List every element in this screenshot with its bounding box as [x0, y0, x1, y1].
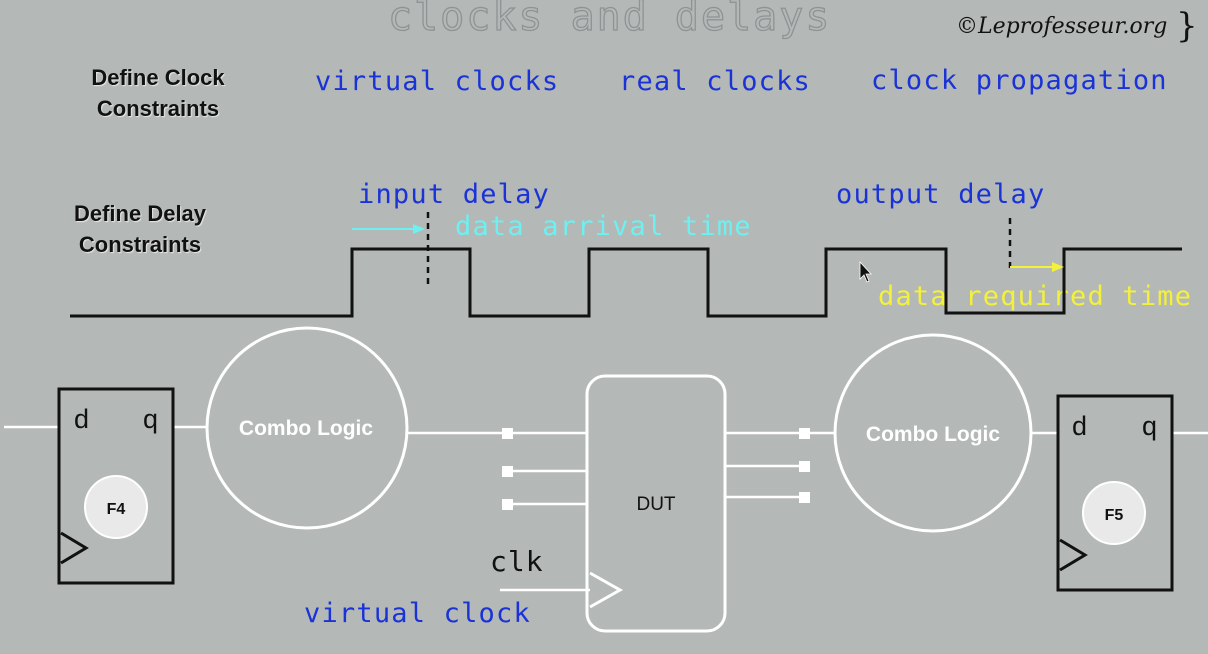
topic-clock-propagation: clock propagation: [871, 65, 1168, 96]
virtual-clock-label: virtual clock: [304, 598, 531, 629]
clock-waveform: [70, 247, 1182, 318]
define-clock-line2: Constraints: [96, 96, 220, 121]
topic-real-clocks: real clocks: [619, 66, 812, 97]
define-delay-line2: Constraints: [78, 232, 202, 257]
f4-d-pin: d: [74, 404, 89, 434]
output-delay-arrow-icon: [1010, 262, 1064, 272]
dut-label: DUT: [636, 494, 675, 515]
wires: [4, 425, 1208, 592]
combo-logic-left-label: Combo Logic: [239, 417, 373, 440]
f5-q-pin: q: [1142, 411, 1157, 441]
closing-brace: }: [1176, 6, 1198, 46]
f4-badge: F4: [107, 501, 126, 518]
data-arrival-time-label: data arrival time: [455, 211, 752, 242]
output-delay-label: output delay: [836, 179, 1046, 210]
f5-badge: F5: [1105, 507, 1124, 524]
topic-virtual-clocks: virtual clocks: [315, 66, 560, 97]
port-squares: [502, 428, 810, 510]
combo-logic-right-label: Combo Logic: [866, 423, 1000, 446]
input-delay-arrow-icon: [352, 224, 425, 234]
data-required-time-label: data required time: [878, 281, 1193, 312]
flip-flop-f4: d q F4: [57, 387, 175, 585]
dut-block: DUT: [585, 374, 727, 633]
define-clock-line1: Define Clock: [91, 65, 225, 90]
combo-logic-right: Combo Logic: [833, 333, 1033, 533]
f5-d-pin: d: [1072, 411, 1087, 441]
slide-title: clocks and delays: [387, 0, 832, 41]
define-clock-constraints-label: Define Clock Constraints: [70, 62, 246, 124]
define-delay-line1: Define Delay: [73, 201, 207, 226]
input-delay-label: input delay: [358, 179, 551, 210]
combo-logic-left: Combo Logic: [205, 326, 409, 530]
flip-flop-f5: d q F5: [1056, 394, 1174, 592]
clk-label: clk: [490, 545, 544, 578]
mouse-cursor-icon: [859, 260, 872, 283]
f4-q-pin: q: [143, 404, 158, 434]
define-delay-constraints-label: Define Delay Constraints: [50, 198, 230, 260]
copyright-text: ©Leprofesseur.org: [956, 14, 1168, 39]
